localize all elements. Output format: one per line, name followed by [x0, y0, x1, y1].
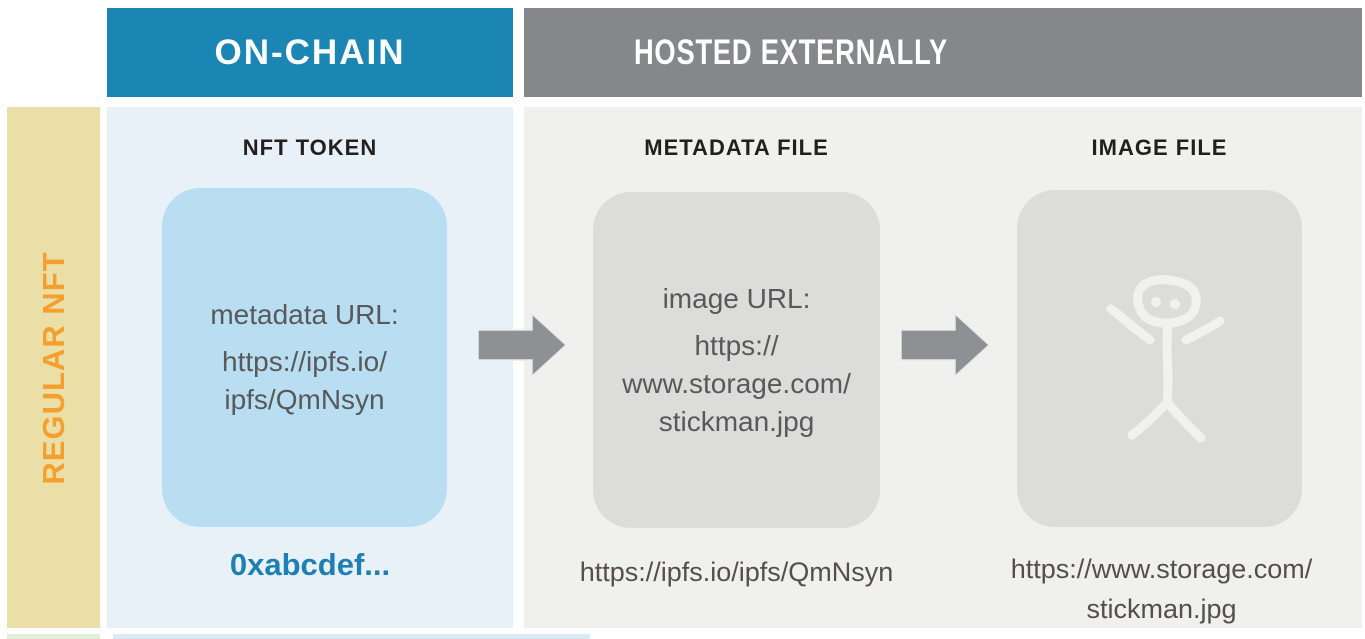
nft-token-box: metadata URL: https://ipfs.io/ ipfs/QmNs…	[162, 188, 447, 527]
metadata-file-box-text: image URL: https:// www.storage.com/ sti…	[622, 280, 851, 441]
token-address-caption: 0xabcdef...	[229, 547, 391, 582]
image-file-box	[1017, 190, 1302, 527]
hosted-externally-header-label: HOSTED EXTERNALLY	[633, 32, 949, 72]
nft-token-box-text: metadata URL: https://ipfs.io/ ipfs/QmNs…	[210, 296, 398, 419]
regular-nft-row-label: REGULAR NFT	[7, 107, 100, 628]
next-row-label-strip	[7, 634, 100, 639]
stickman-icon	[1106, 275, 1225, 443]
arrow-right-icon	[901, 312, 989, 378]
image-url-line2: www.storage.com/	[622, 367, 851, 399]
hosted-externally-panel: METADATA FILE image URL: https:// www.st…	[524, 107, 1362, 628]
metadata-url-line1: https://ipfs.io/	[222, 346, 387, 377]
nft-token-title: NFT TOKEN	[242, 135, 378, 160]
image-url-label: image URL:	[662, 282, 811, 314]
metadata-file-caption: https://ipfs.io/ipfs/QmNsyn	[579, 557, 894, 587]
image-url-line3: stickman.jpg	[658, 405, 815, 437]
metadata-url-line2: ipfs/QmNsyn	[224, 384, 385, 415]
image-url-line1: https://	[694, 329, 779, 361]
image-file-caption: https://www.storage.com/ stickman.jpg	[979, 549, 1344, 629]
on-chain-panel: NFT TOKEN metadata URL: https://ipfs.io/…	[107, 107, 513, 628]
arrow-right-icon	[478, 312, 566, 378]
regular-nft-row-label-text: REGULAR NFT	[35, 250, 71, 485]
on-chain-header-label: ON-CHAIN	[214, 32, 406, 72]
metadata-file-title: METADATA FILE	[644, 135, 829, 160]
image-file-caption-line2: stickman.jpg	[1086, 594, 1237, 624]
image-file-title: IMAGE FILE	[1091, 135, 1228, 160]
on-chain-header: ON-CHAIN	[107, 8, 513, 97]
next-row-panel-strip	[113, 634, 590, 639]
hosted-externally-header: HOSTED EXTERNALLY	[524, 8, 1362, 97]
image-file-caption-line1: https://www.storage.com/	[1010, 554, 1313, 584]
metadata-file-box: image URL: https:// www.storage.com/ sti…	[593, 192, 880, 528]
metadata-url-label: metadata URL:	[210, 299, 399, 330]
